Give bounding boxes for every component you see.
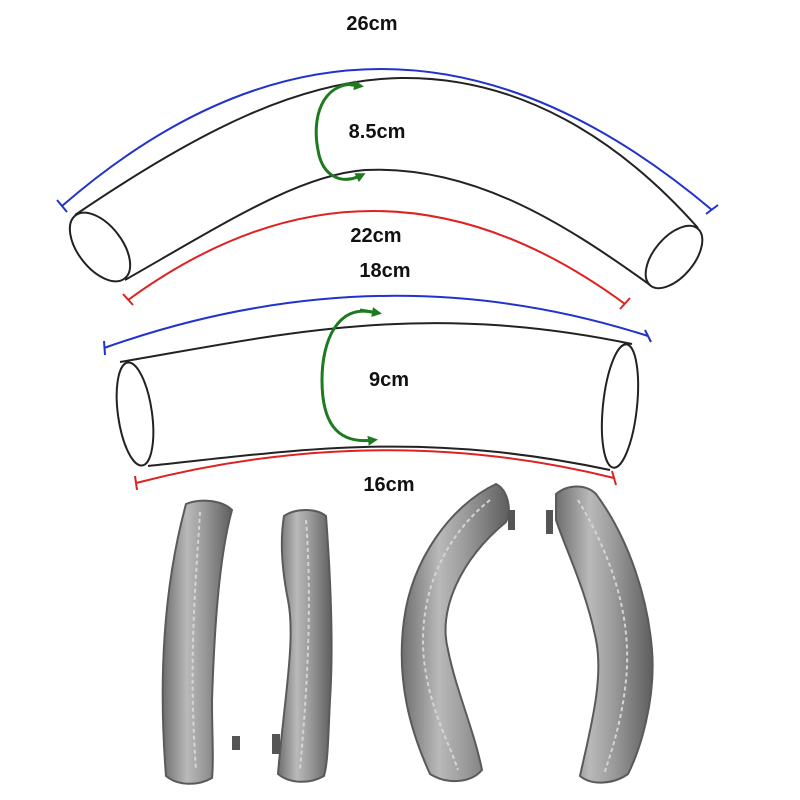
small-cover-right-end (600, 343, 640, 469)
small-outer-length-tick-left (103, 340, 106, 356)
small-inner-length-tick-right (611, 470, 617, 486)
large-inner-length-line (127, 210, 626, 305)
large-outer-length-label: 26cm (346, 13, 397, 35)
large-circumference-arrow (314, 82, 366, 183)
large-cover-left-end (68, 211, 132, 283)
large-circumference-label: 8.5cm (349, 121, 406, 143)
large-outer-length-tick-right (705, 204, 719, 215)
small-outer-length-line (103, 294, 649, 349)
small-circumference-label: 9cm (369, 369, 409, 391)
straight-cover-right-photo (272, 509, 333, 783)
small-inner-length-tick-left (134, 475, 138, 491)
straight-cover-left-photo (161, 499, 240, 785)
curved-cover-right-photo (546, 485, 654, 784)
small-cover-left-end (115, 361, 155, 467)
large-inner-length-label: 22cm (350, 225, 401, 247)
small-outer-length-label: 18cm (359, 260, 410, 282)
zipper-pull-icon (232, 736, 240, 750)
small-inner-length-line (135, 449, 615, 484)
large-cover-diagram: 26cm 8.5cm 22cm (56, 13, 719, 310)
large-outer-length-line (61, 68, 713, 211)
product-photos (161, 482, 654, 785)
zipper-pull-icon (508, 510, 515, 530)
small-cover-diagram: 18cm 9cm 16cm (103, 260, 652, 496)
large-cover-outline (74, 76, 699, 286)
small-outer-length-tick-right (644, 329, 652, 343)
large-circumference-arrow-top (344, 80, 364, 91)
zipper-pull-icon (546, 510, 553, 534)
curved-cover-left-photo (400, 482, 515, 782)
zipper-pull-icon (272, 734, 280, 754)
small-cover-outline (119, 322, 633, 471)
small-inner-length-label: 16cm (363, 474, 414, 496)
large-inner-length-tick-right (619, 297, 631, 310)
large-cover-right-end (644, 224, 704, 290)
large-inner-length-tick-left (122, 293, 134, 306)
large-outer-length-tick-left (56, 199, 68, 213)
small-circumference-arrow (320, 309, 378, 446)
small-circumference-arrow-top (359, 307, 382, 317)
